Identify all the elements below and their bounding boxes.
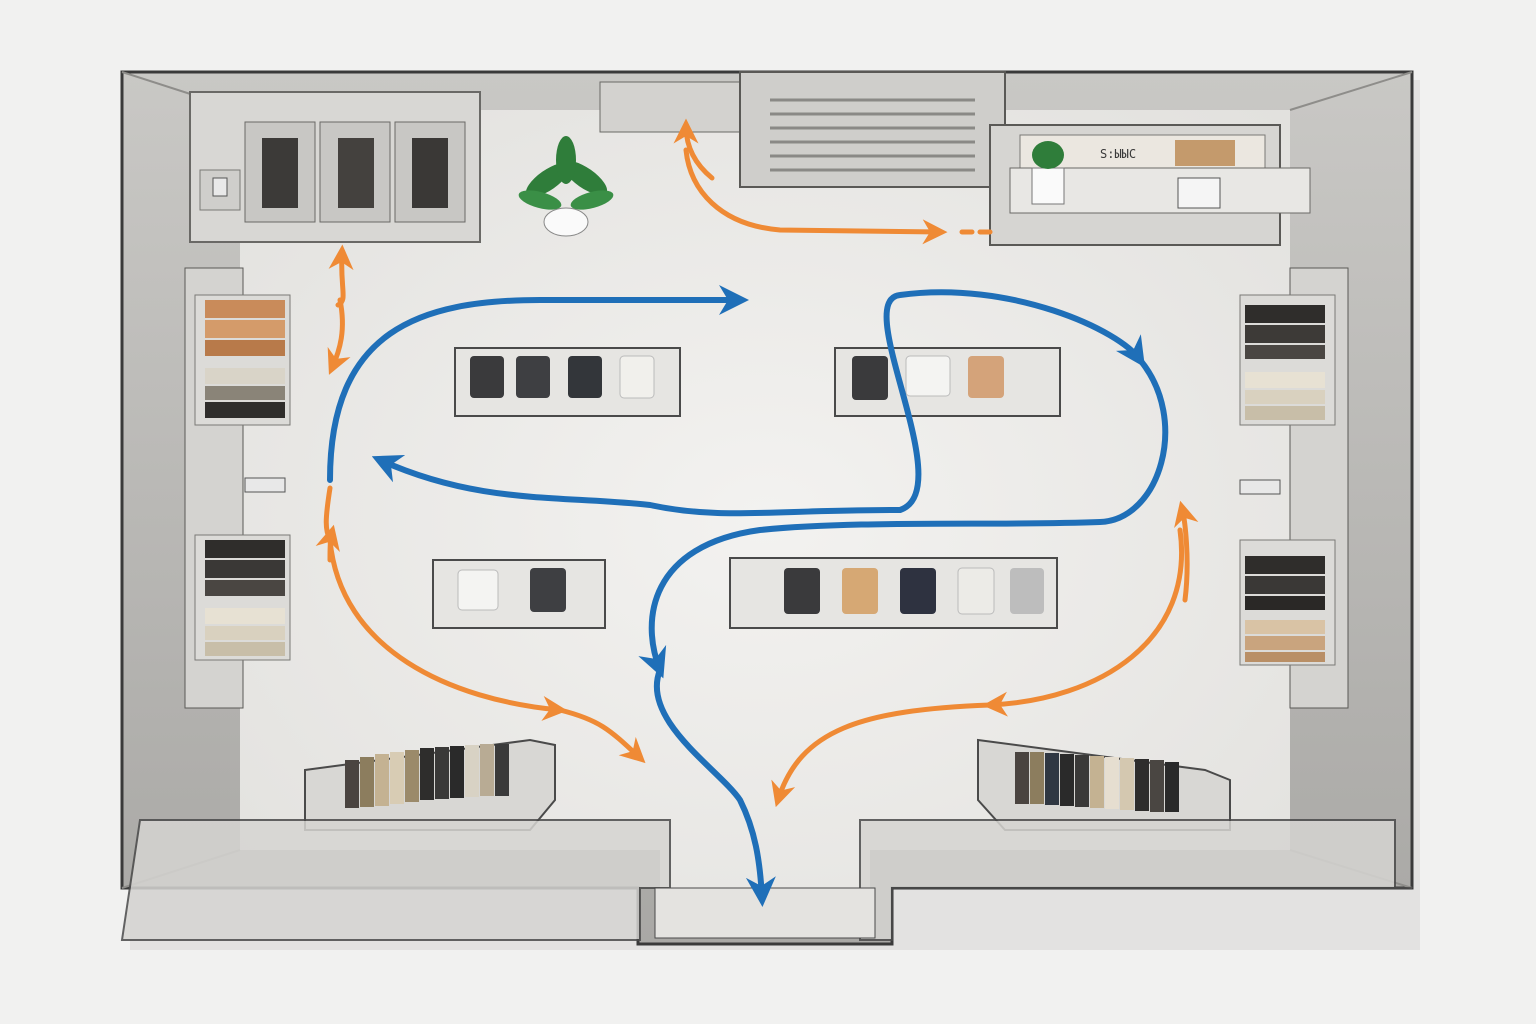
jacket-icon [852, 356, 888, 400]
hanging-rack-bottom-left[interactable] [304, 738, 556, 831]
jacket-icon [784, 568, 820, 614]
shirt-icon [957, 567, 995, 615]
potted-plant [518, 136, 614, 237]
plant-icon [1032, 141, 1064, 169]
primary-customer-loop [327, 285, 1169, 907]
shirt-icon [457, 569, 499, 611]
mirror-icon [212, 177, 228, 197]
display-table-top-left[interactable] [454, 347, 681, 417]
hanger-icon [244, 477, 286, 493]
jacket-icon [900, 568, 936, 614]
jacket-icon [842, 568, 878, 614]
jacket-icon [568, 356, 602, 398]
hanging-garment-icon [262, 138, 298, 208]
folded-clothes-icon [1245, 556, 1325, 662]
shirt-icon [968, 356, 1004, 398]
hanging-garment-icon [338, 138, 374, 208]
counter-sign: S:ЫЫС [1100, 147, 1136, 161]
folded-clothes-icon [205, 300, 285, 418]
secondary-customer-flow [315, 118, 1199, 808]
hanging-rack-bottom-right[interactable] [977, 738, 1231, 831]
jacket-icon [470, 356, 504, 398]
fitting-room-booth[interactable] [394, 121, 466, 223]
fitting-room-booth[interactable] [319, 121, 391, 223]
jacket-icon [1010, 568, 1044, 614]
folded-clothes-icon [1175, 140, 1235, 166]
plant-icon [518, 136, 614, 210]
wall-bevels [121, 71, 1413, 889]
hanging-garment-icon [345, 744, 509, 808]
jacket-icon [516, 356, 550, 398]
jacket-icon [530, 568, 566, 612]
display-table-top-right[interactable] [834, 347, 1061, 417]
display-table-bottom-right[interactable] [729, 557, 1058, 629]
display-table-bottom-left[interactable] [432, 559, 606, 629]
checkout-counter[interactable]: S:ЫЫС [989, 124, 1311, 246]
register-icon [1177, 177, 1221, 209]
fitting-room-booth[interactable] [244, 121, 316, 223]
door-icon [654, 887, 876, 939]
main-entrance[interactable] [120, 819, 1412, 941]
fitting-rooms [189, 91, 481, 243]
folded-clothes-icon [1245, 305, 1325, 420]
shop-floor [240, 110, 1290, 930]
shirt-icon [619, 355, 655, 399]
shutter-icon [770, 98, 975, 172]
hanging-garment-icon [1015, 752, 1179, 812]
shirt-icon [905, 355, 951, 397]
right-wall-shelving [1239, 267, 1349, 709]
left-wall-shelving [184, 267, 291, 709]
folded-clothes-icon [205, 540, 285, 656]
hanger-icon [1239, 479, 1281, 495]
hanging-garment-icon [412, 138, 448, 208]
